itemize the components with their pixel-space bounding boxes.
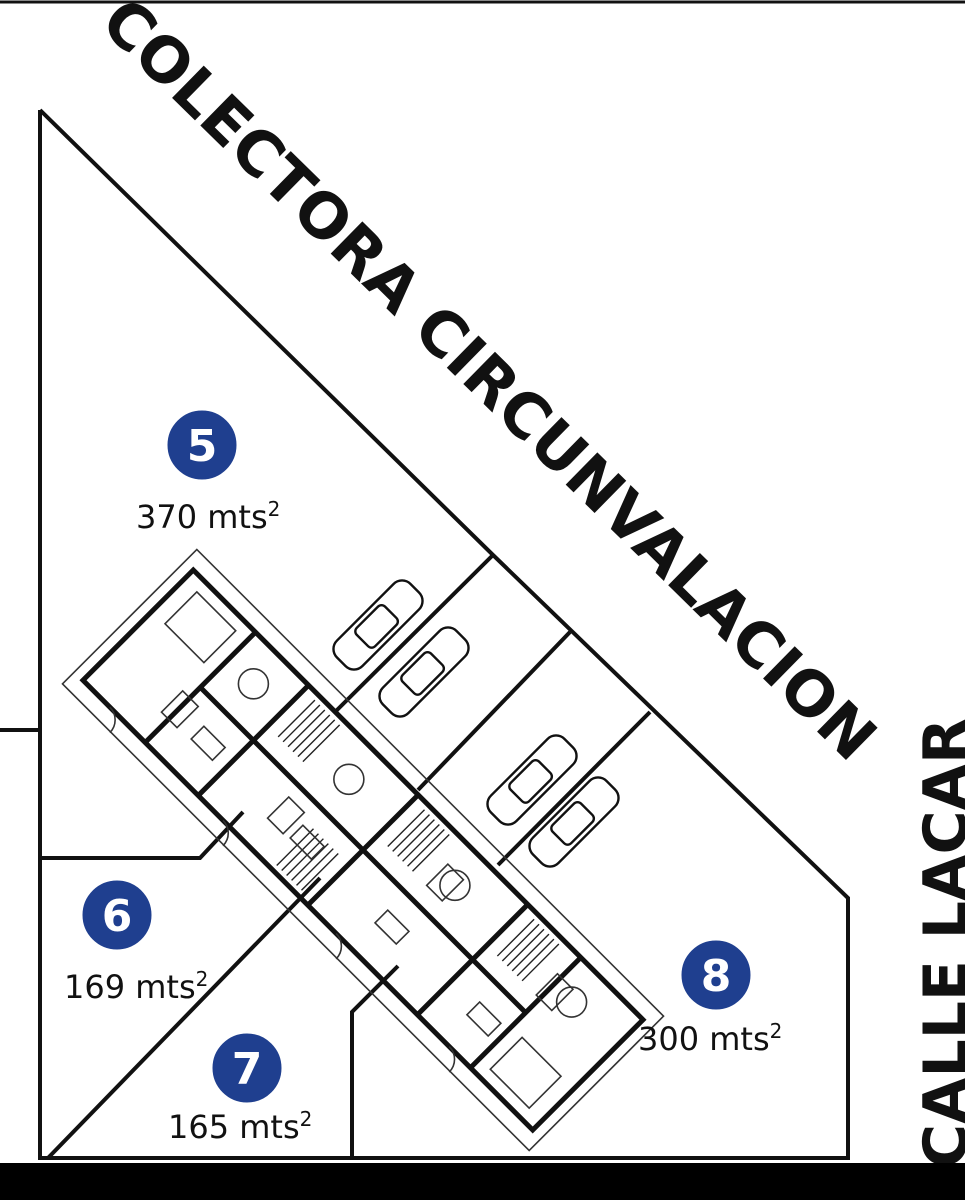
lot-number: 5 xyxy=(187,421,218,472)
lot-number-badge xyxy=(164,407,240,483)
car-icon xyxy=(378,626,470,718)
divider-parking-3 xyxy=(496,710,652,867)
lot-number: 6 xyxy=(102,891,133,942)
lot-number-badge xyxy=(79,877,155,953)
lot-area: 300 mts2 xyxy=(638,1019,782,1058)
divider-parking-1 xyxy=(333,553,495,714)
car-icon xyxy=(332,579,424,671)
lot-number-badge xyxy=(678,937,754,1013)
lot-area: 370 mts2 xyxy=(136,497,280,536)
lot-8-label: 8 300 mts2 xyxy=(638,937,782,1058)
lot-number-badge xyxy=(209,1030,285,1106)
divider-lot7-lot8 xyxy=(350,964,400,1158)
outer-boundary xyxy=(38,108,850,1160)
divider-parking-2 xyxy=(416,630,572,792)
car-icon xyxy=(528,776,620,868)
lot-6-label: 6 169 mts2 xyxy=(64,877,208,1006)
lot-area: 169 mts2 xyxy=(64,967,208,1006)
lot-area: 165 mts2 xyxy=(168,1107,312,1146)
lot-number: 8 xyxy=(701,951,732,1002)
building-floor-plan xyxy=(61,548,665,1152)
lot-5-label: 5 370 mts2 xyxy=(136,407,280,536)
lot-number: 7 xyxy=(232,1044,263,1095)
car-icon xyxy=(486,734,578,826)
parking-cars xyxy=(332,579,620,868)
lot-7-label: 7 165 mts2 xyxy=(168,1030,312,1146)
street-label-east: CALLE LACAR xyxy=(911,718,965,1168)
divider-lot6-lot7 xyxy=(46,876,322,1160)
bottom-band xyxy=(0,1163,965,1200)
